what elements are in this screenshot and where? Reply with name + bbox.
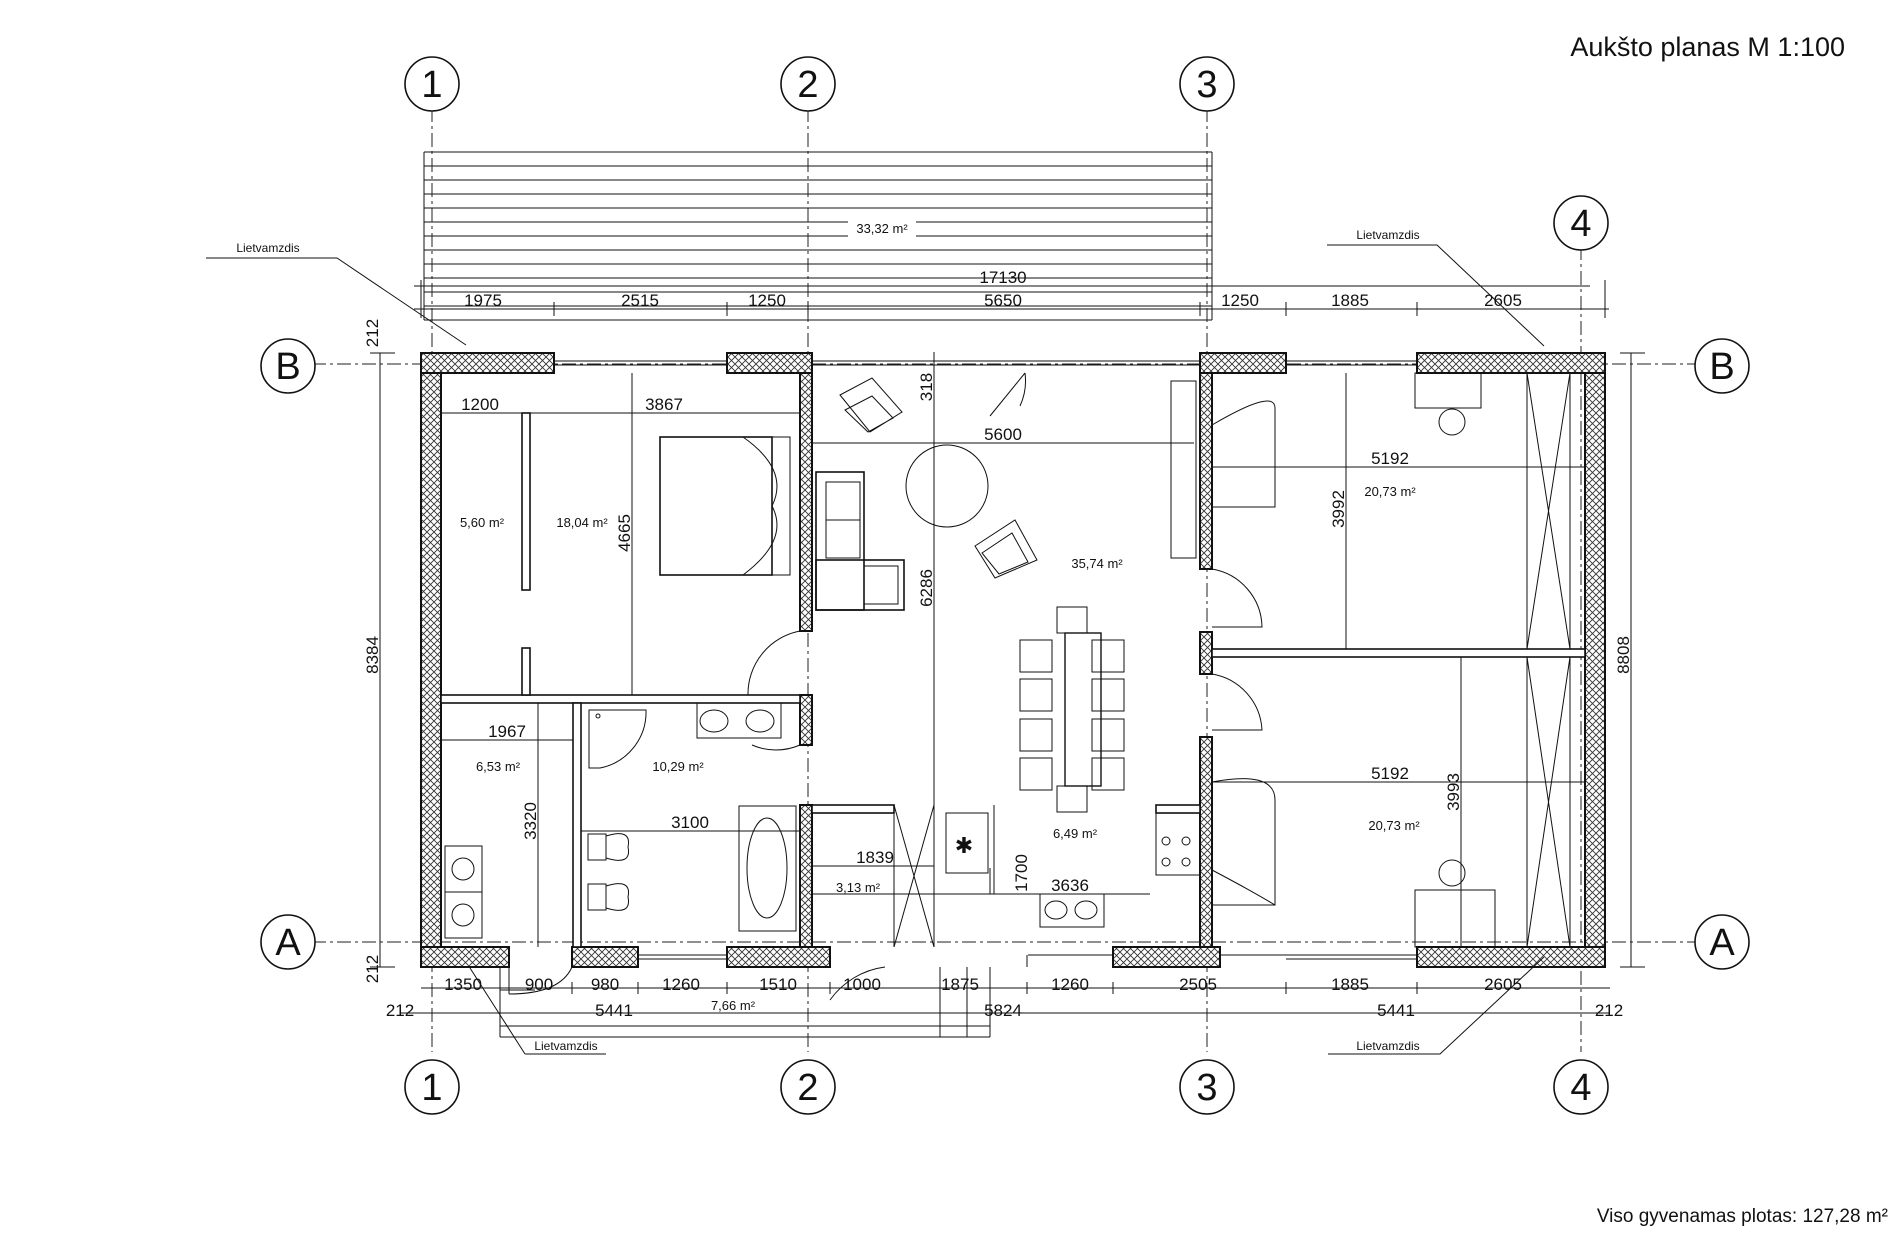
axis-label-4-bottom: 4 <box>1570 1067 1591 1109</box>
room-area-bathroom: 10,29 m² <box>652 759 704 774</box>
room-dimension-lines <box>441 352 1585 947</box>
dim-ne-w: 5192 <box>1371 449 1409 468</box>
dim-top-7: 2605 <box>1484 291 1522 310</box>
dim-right-height: 8808 <box>1614 636 1633 674</box>
dim-bottom-10: 1885 <box>1331 975 1369 994</box>
dim-living-h1: 318 <box>917 373 936 401</box>
dim-wardrobe-w: 1200 <box>461 395 499 414</box>
exterior-dimension-lines <box>370 280 1645 1014</box>
dim-total-1: 212 <box>386 1001 414 1020</box>
room-area-wardrobe: 5,60 m² <box>460 515 505 530</box>
axis-label-2-top: 2 <box>797 64 818 106</box>
axis-label-b-left: B <box>275 346 300 388</box>
room-area-living: 35,74 m² <box>1071 556 1123 571</box>
dim-top-4: 5650 <box>984 291 1022 310</box>
dim-bottom-3: 980 <box>591 975 619 994</box>
axis-label-3-top: 3 <box>1196 64 1217 106</box>
dim-left-212-top: 212 <box>363 319 382 347</box>
dim-se-w: 5192 <box>1371 764 1409 783</box>
downpipe-label-sw: Lietvamzdis <box>534 1039 597 1053</box>
dim-top-6: 1885 <box>1331 291 1369 310</box>
porch-area: 7,66 m² <box>711 998 756 1013</box>
dim-bottom-11: 2605 <box>1484 975 1522 994</box>
axis-label-1-bottom: 1 <box>421 1067 442 1109</box>
dim-bottom-6: 1000 <box>843 975 881 994</box>
room-area-bedroom: 18,04 m² <box>556 515 608 530</box>
dim-laundry-w: 1967 <box>488 722 526 741</box>
dim-left-height: 8384 <box>363 636 382 674</box>
dim-hall-w: 1839 <box>856 848 894 867</box>
dim-left-212-bottom: 212 <box>363 955 382 983</box>
dim-total-3: 5824 <box>984 1001 1022 1020</box>
dim-total-2: 5441 <box>595 1001 633 1020</box>
dim-bottom-2: 900 <box>525 975 553 994</box>
axis-label-a-right: A <box>1709 922 1735 964</box>
dim-top-5: 1250 <box>1221 291 1259 310</box>
dim-bottom-4: 1260 <box>662 975 700 994</box>
dim-bath-w: 3100 <box>671 813 709 832</box>
dim-bottom-7: 1875 <box>941 975 979 994</box>
dim-bottom-1: 1350 <box>444 975 482 994</box>
dim-living-w: 5600 <box>984 425 1022 444</box>
axis-label-3-bottom: 3 <box>1196 1067 1217 1109</box>
room-area-laundry: 6,53 m² <box>476 759 521 774</box>
room-area-hall: 3,13 m² <box>836 880 881 895</box>
dim-bedroom-h: 4665 <box>615 514 634 552</box>
exterior-walls <box>420 352 1606 968</box>
downpipe-label-se: Lietvamzdis <box>1356 1039 1419 1053</box>
dim-bedroom-w: 3867 <box>645 395 683 414</box>
dim-top-2: 2515 <box>621 291 659 310</box>
axis-label-1-top: 1 <box>421 64 442 106</box>
dim-total-5: 212 <box>1595 1001 1623 1020</box>
dim-overall-top: 17130 <box>979 268 1026 287</box>
axis-label-2-bottom: 2 <box>797 1067 818 1109</box>
dim-top-1: 1975 <box>464 291 502 310</box>
dim-ne-h: 3992 <box>1329 490 1348 528</box>
plan-title: Aukšto planas M 1:100 <box>1570 32 1845 62</box>
dim-kitchen-w: 3636 <box>1051 876 1089 895</box>
room-area-bedroom-se: 20,73 m² <box>1368 818 1420 833</box>
total-area: Viso gyvenamas plotas: 127,28 m² <box>1597 1206 1888 1227</box>
dim-kitchen-h: 1700 <box>1012 854 1031 892</box>
range-hood-icon: ✱ <box>955 833 973 858</box>
downpipe-label-ne: Lietvamzdis <box>1356 228 1419 242</box>
axis-label-a-left: A <box>275 922 301 964</box>
dim-bottom-8: 1260 <box>1051 975 1089 994</box>
dim-top-3: 1250 <box>748 291 786 310</box>
axis-label-b-right: B <box>1709 346 1734 388</box>
terrace-area: 33,32 m² <box>856 221 908 236</box>
downpipe-label-nw: Lietvamzdis <box>236 241 299 255</box>
dim-laundry-h: 3320 <box>521 802 540 840</box>
downpipe-leaders <box>206 244 1545 1055</box>
partitions <box>440 412 1586 948</box>
dim-bottom-5: 1510 <box>759 975 797 994</box>
dim-bottom-9: 2505 <box>1179 975 1217 994</box>
terrace <box>423 151 1213 321</box>
dim-living-h2: 6286 <box>917 569 936 607</box>
dim-se-h: 3993 <box>1444 773 1463 811</box>
axis-label-4-top: 4 <box>1570 203 1591 245</box>
doors <box>508 372 1263 1001</box>
axis-bubbles <box>260 56 1750 1115</box>
furniture <box>444 372 1571 948</box>
dim-total-4: 5441 <box>1377 1001 1415 1020</box>
windows <box>554 360 1417 967</box>
room-area-bedroom-ne: 20,73 m² <box>1364 484 1416 499</box>
room-area-kitchen: 6,49 m² <box>1053 826 1098 841</box>
